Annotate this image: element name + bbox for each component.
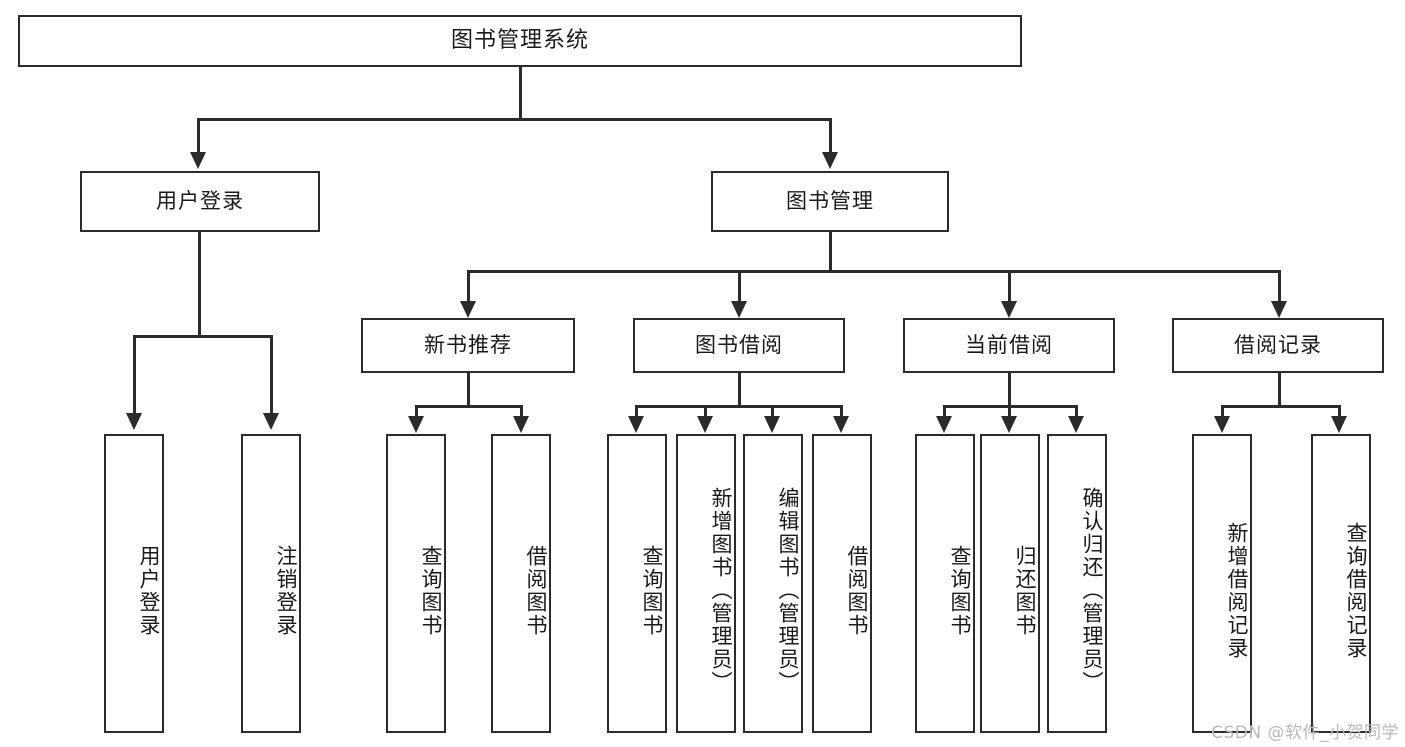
connector-user-login-to-logout (270, 335, 273, 415)
node-leaf-logout[interactable]: 注销登录 (241, 434, 301, 733)
node-label: 图书管理系统 (450, 27, 589, 53)
node-label: 新书推荐 (424, 332, 512, 357)
arrow-cb-to-query (936, 416, 952, 433)
connector-cb-to-query (943, 405, 946, 419)
node-leaf-query-book-nbr[interactable]: 查询图书 (386, 434, 446, 733)
arrow-bb-to-borrow (833, 416, 849, 433)
node-leaf-query-book-bb[interactable]: 查询图书 (607, 434, 667, 733)
node-label: 注销登录 (274, 544, 298, 637)
connector-user-login-to-login (133, 335, 136, 415)
node-leaf-edit-book-admin[interactable]: 编辑图书（管理员） (743, 434, 803, 733)
node-label: 图书借阅 (695, 332, 783, 357)
node-label: 新增借阅记录 (1225, 521, 1249, 660)
node-label: 当前借阅 (965, 332, 1053, 357)
connector-bm-to-book-borrow (738, 270, 741, 303)
node-label: 归还图书 (1013, 544, 1037, 637)
node-current-borrow[interactable]: 当前借阅 (903, 318, 1115, 373)
node-book-management[interactable]: 图书管理 (711, 171, 949, 232)
node-label: 查询图书 (640, 544, 664, 637)
connector-bb-to-edit (771, 405, 774, 419)
connector-bm-to-borrow-record (1278, 270, 1281, 303)
node-leaf-confirm-return-admin[interactable]: 确认归还（管理员） (1047, 434, 1107, 733)
arrow-root-to-user-login (190, 152, 206, 169)
node-leaf-query-borrow-record[interactable]: 查询借阅记录 (1311, 434, 1371, 733)
node-label: 用户登录 (137, 544, 161, 637)
connector-bb-to-query (635, 405, 638, 419)
arrow-bm-to-borrow-record (1271, 301, 1287, 318)
connector-nbr-to-query (415, 405, 418, 419)
node-leaf-return-book[interactable]: 归还图书 (980, 434, 1040, 733)
node-label: 确认归还（管理员） (1080, 487, 1104, 694)
connector-cb-stem (1008, 373, 1011, 405)
connector-bm-to-new-book (467, 270, 470, 303)
connector-nbr-bus (415, 405, 523, 408)
connector-bb-stem (738, 373, 741, 405)
connector-user-login-stem (198, 232, 201, 335)
node-user-login[interactable]: 用户登录 (80, 171, 320, 232)
arrow-bb-to-add (697, 416, 713, 433)
arrow-br-to-add (1214, 416, 1230, 433)
node-label: 借阅图书 (845, 544, 869, 637)
arrow-bb-to-query (628, 416, 644, 433)
connector-user-login-bus (133, 335, 273, 338)
connector-nbr-to-borrow (520, 405, 523, 419)
arrow-bm-to-new-book (460, 301, 476, 318)
node-label: 新增图书（管理员） (709, 487, 733, 694)
connector-root-stem (519, 67, 522, 118)
connector-bb-to-borrow (840, 405, 843, 419)
node-leaf-add-borrow-record[interactable]: 新增借阅记录 (1192, 434, 1252, 733)
node-label: 图书管理 (786, 188, 874, 213)
node-leaf-add-book-admin[interactable]: 新增图书（管理员） (676, 434, 736, 733)
node-root-book-management-system[interactable]: 图书管理系统 (18, 15, 1022, 67)
connector-root-to-book-management (829, 118, 832, 154)
node-leaf-borrow-book-nbr[interactable]: 借阅图书 (491, 434, 551, 733)
arrow-nbr-to-borrow (513, 416, 529, 433)
connector-br-stem (1278, 373, 1281, 405)
arrow-root-to-book-management (822, 152, 838, 169)
node-label: 借阅记录 (1234, 332, 1322, 357)
arrow-cb-to-confirm (1068, 416, 1084, 433)
arrow-user-login-to-logout (263, 413, 279, 430)
node-leaf-borrow-book-bb[interactable]: 借阅图书 (812, 434, 872, 733)
connector-cb-to-confirm (1075, 405, 1078, 419)
arrow-bm-to-book-borrow (731, 301, 747, 318)
connector-bm-to-current-borrow (1008, 270, 1011, 303)
node-label: 查询借阅记录 (1344, 521, 1368, 660)
node-label: 查询图书 (419, 544, 443, 637)
node-borrow-record[interactable]: 借阅记录 (1172, 318, 1384, 373)
node-label: 查询图书 (948, 544, 972, 637)
connector-nbr-stem (467, 373, 470, 405)
arrow-cb-to-return (1001, 416, 1017, 433)
arrow-user-login-to-login (126, 413, 142, 430)
connector-root-to-user-login (197, 118, 200, 154)
connector-cb-to-return (1008, 405, 1011, 419)
connector-br-to-add (1221, 405, 1224, 419)
node-leaf-user-login[interactable]: 用户登录 (104, 434, 164, 733)
connector-bb-bus (635, 405, 843, 408)
node-label: 借阅图书 (524, 544, 548, 637)
arrow-nbr-to-query (408, 416, 424, 433)
node-label: 用户登录 (156, 188, 244, 213)
connector-br-to-query (1338, 405, 1341, 419)
connector-root-bus (197, 118, 831, 121)
arrow-bm-to-current-borrow (1001, 301, 1017, 318)
node-book-borrow[interactable]: 图书借阅 (633, 318, 845, 373)
connector-bb-to-add (704, 405, 707, 419)
connector-br-bus (1221, 405, 1341, 408)
connector-book-management-stem (829, 232, 832, 270)
csdn-watermark: CSDN @软件_小贺同学 (1211, 723, 1399, 743)
arrow-bb-to-edit (764, 416, 780, 433)
arrow-br-to-query (1331, 416, 1347, 433)
node-new-book-recommend[interactable]: 新书推荐 (361, 318, 575, 373)
connector-book-management-bus (467, 270, 1281, 273)
node-label: 编辑图书（管理员） (776, 487, 800, 694)
node-leaf-query-book-cb[interactable]: 查询图书 (915, 434, 975, 733)
